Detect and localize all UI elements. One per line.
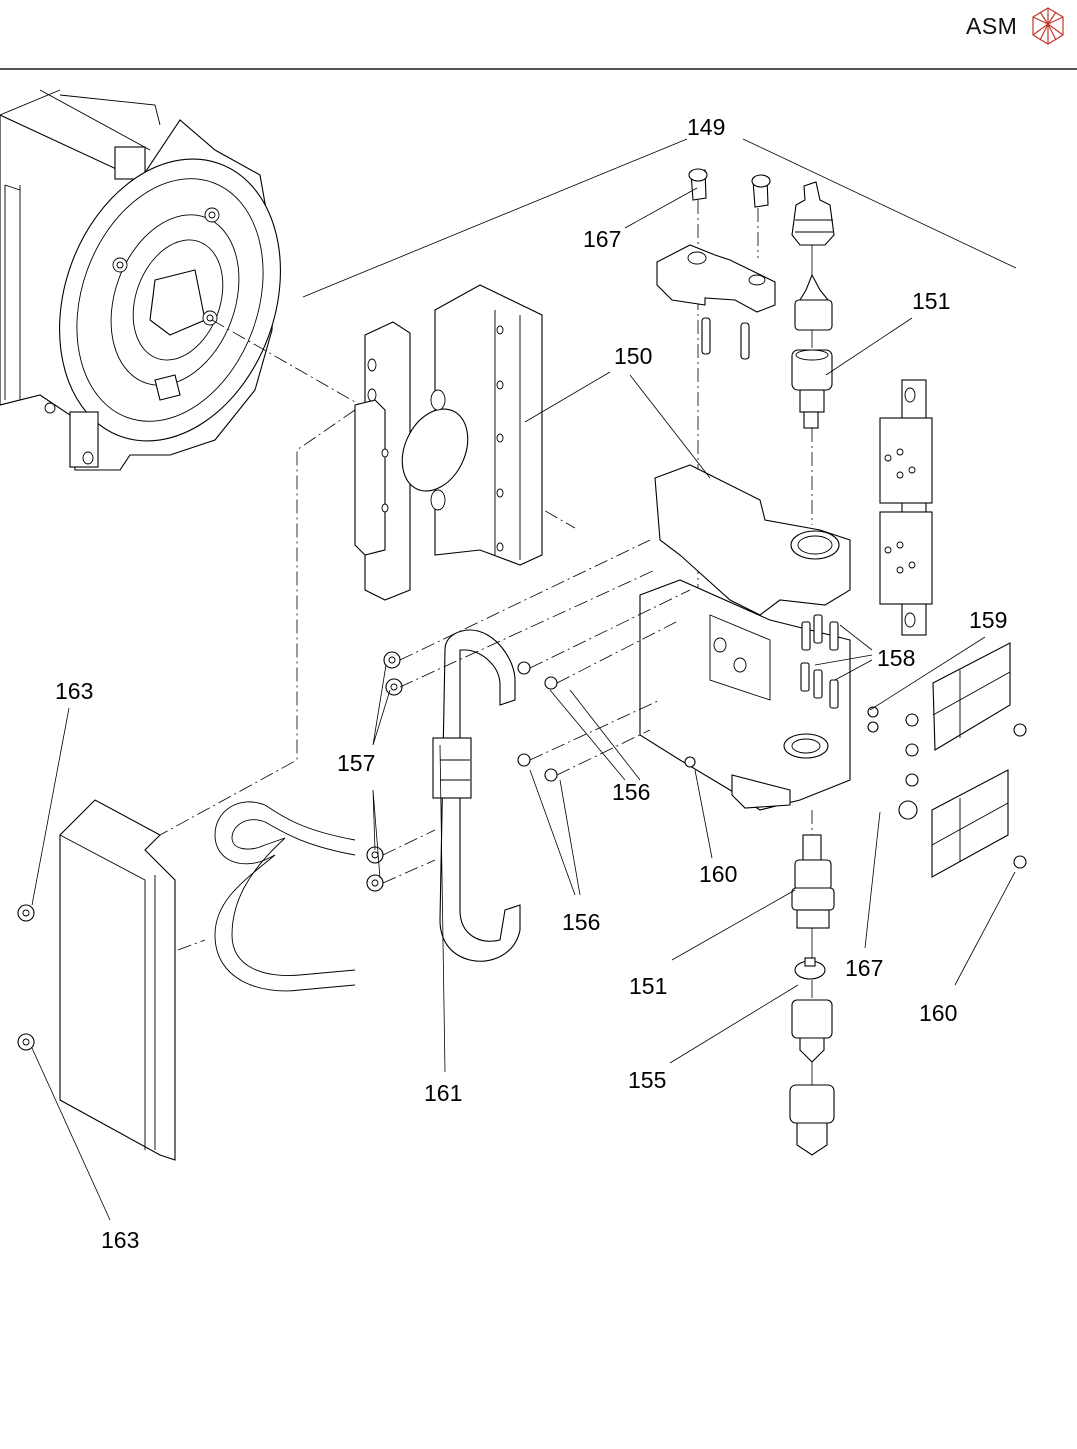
callout-151: 151 xyxy=(912,290,950,313)
nozzle-upper-stack xyxy=(792,182,834,525)
mounting-plate xyxy=(355,285,542,600)
callout-158: 158 xyxy=(877,647,915,670)
cover-panel xyxy=(18,800,205,1160)
callout-150: 150 xyxy=(614,345,652,368)
callout-161: 161 xyxy=(424,1082,462,1105)
callout-156: 156 xyxy=(612,781,650,804)
callout-155: 155 xyxy=(628,1069,666,1092)
callout-151: 151 xyxy=(629,975,667,998)
callout-163: 163 xyxy=(101,1229,139,1252)
hose xyxy=(215,802,355,991)
callout-167: 167 xyxy=(845,957,883,980)
callout-160: 160 xyxy=(699,863,737,886)
callout-156: 156 xyxy=(562,911,600,934)
flat-cable xyxy=(433,630,520,961)
callout-163: 163 xyxy=(55,680,93,703)
linear-guide xyxy=(880,380,932,635)
callout-159: 159 xyxy=(969,609,1007,632)
callout-160: 160 xyxy=(919,1002,957,1025)
motor-housing xyxy=(0,90,318,472)
nozzle-lower-stack xyxy=(790,810,834,1155)
callout-149: 149 xyxy=(687,116,725,139)
callout-157: 157 xyxy=(337,752,375,775)
callout-167: 167 xyxy=(583,228,621,251)
